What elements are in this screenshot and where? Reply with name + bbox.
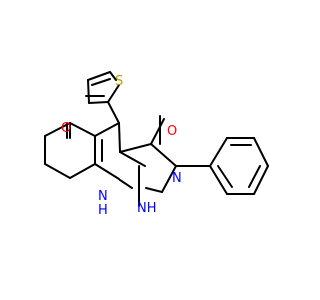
cyclohexanone-ring bbox=[44, 122, 96, 179]
thiophene-ring bbox=[85, 71, 120, 124]
sulfur-label: S bbox=[115, 74, 123, 89]
nh-ring-label: NH bbox=[137, 201, 157, 216]
oxygen-ketone-label: O bbox=[61, 121, 71, 136]
molecular-structure: O O S N NH N H bbox=[44, 71, 269, 218]
n-phenyl-label: N bbox=[172, 171, 182, 186]
atom-labels: O O S N NH N H bbox=[61, 74, 182, 218]
n-amine-label: N bbox=[98, 189, 108, 204]
n-amine-h-label: H bbox=[98, 203, 108, 218]
central-ring bbox=[94, 122, 146, 207]
phenyl-ring bbox=[175, 137, 269, 195]
oxygen-carbonyl-label: O bbox=[167, 124, 177, 139]
pyrazolone-ring bbox=[119, 115, 177, 193]
